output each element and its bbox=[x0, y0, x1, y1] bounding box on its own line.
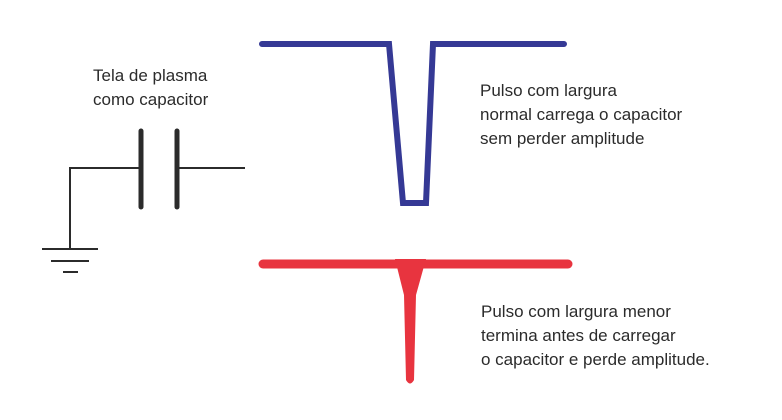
normal-pulse-waveform bbox=[259, 41, 567, 206]
short-pulse-waveform bbox=[258, 259, 573, 384]
short-pulse-dip bbox=[395, 259, 426, 384]
short-pulse-caption: Pulso com largura menor termina antes de… bbox=[481, 302, 710, 369]
capacitor-label: Tela de plasma como capacitor bbox=[93, 66, 209, 109]
capacitor-symbol bbox=[138, 128, 180, 210]
capacitor-circuit bbox=[42, 167, 245, 273]
normal-pulse-caption: Pulso com largura normal carrega o capac… bbox=[480, 81, 683, 148]
circuit-left-wire bbox=[69, 167, 139, 249]
